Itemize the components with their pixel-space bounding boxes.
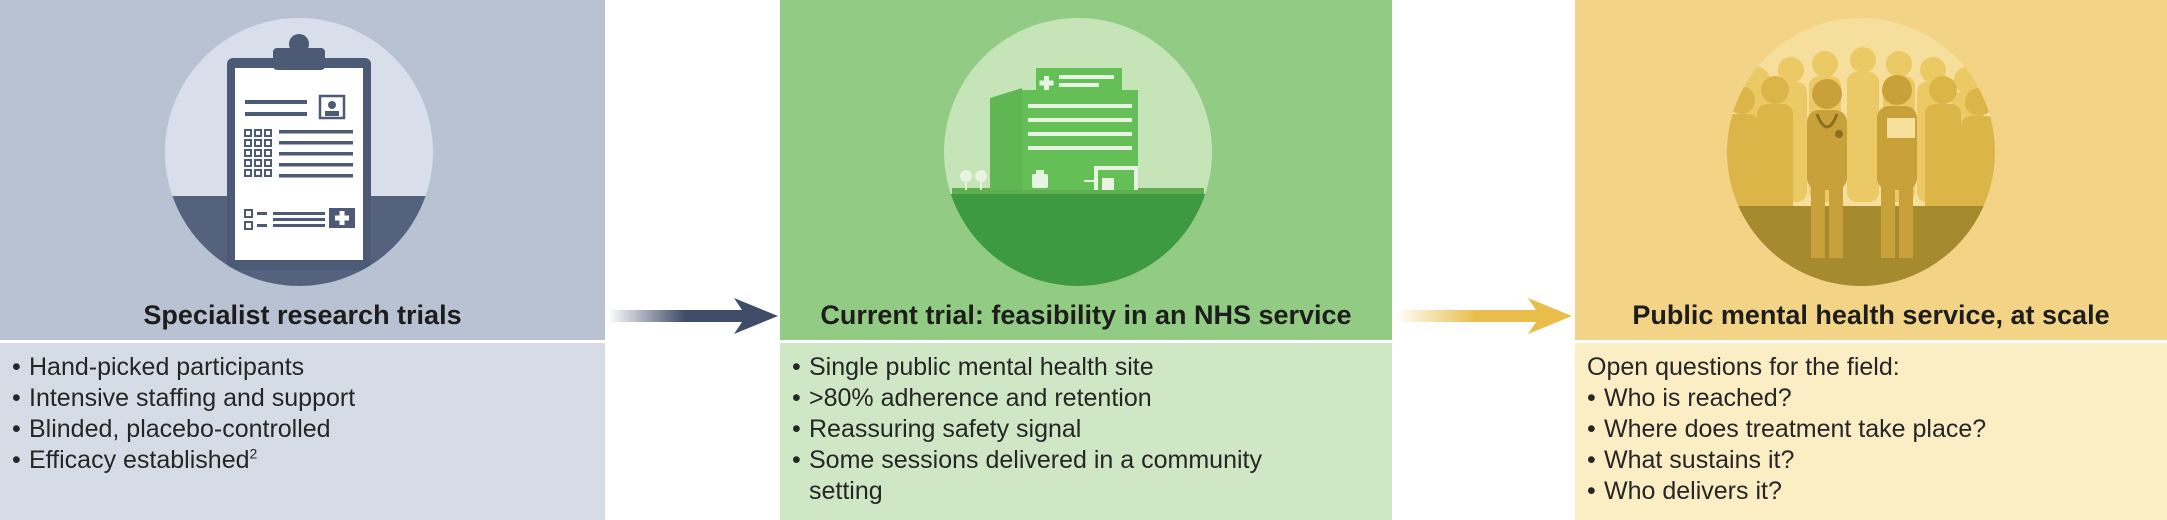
list-item: Where does treatment take place?: [1587, 414, 1986, 445]
reference-superscript: 2: [249, 445, 258, 462]
list-item: Reassuring safety signal: [792, 414, 1262, 445]
hospital-icon: [944, 18, 1212, 286]
crowd-icon: [1727, 18, 1995, 286]
list-item: Who is reached?: [1587, 383, 1986, 414]
list-item: Single public mental health site: [792, 352, 1262, 383]
feature-list: Hand-picked participants Intensive staff…: [12, 352, 355, 476]
list-item: Who delivers it?: [1587, 476, 1986, 507]
arrow-right: [608, 296, 780, 341]
list-item: Blinded, placebo-controlled: [12, 414, 355, 445]
list-item: Hand-picked participants: [12, 352, 355, 383]
clipboard-icon: [165, 18, 433, 286]
panel-title: Specialist research trials: [143, 300, 462, 330]
list-item: Efficacy established2: [12, 445, 355, 476]
list-item: Some sessions delivered in a community: [792, 445, 1262, 476]
list-item-text: setting: [809, 477, 883, 505]
feature-list: Open questions for the field: Who is rea…: [1587, 352, 1986, 507]
list-intro: Open questions for the field:: [1587, 353, 1900, 381]
panel-title: Public mental health service, at scale: [1632, 300, 2110, 330]
list-item: >80% adherence and retention: [792, 383, 1262, 414]
panel-title: Current trial: feasibility in an NHS ser…: [820, 300, 1352, 330]
arrow-right: [1396, 296, 1574, 341]
list-item-text: Efficacy established: [29, 446, 250, 474]
feature-list: Single public mental health site >80% ad…: [792, 352, 1262, 507]
list-item: Intensive staffing and support: [12, 383, 355, 414]
list-item: What sustains it?: [1587, 445, 1986, 476]
list-item-continuation: setting: [792, 476, 1262, 507]
